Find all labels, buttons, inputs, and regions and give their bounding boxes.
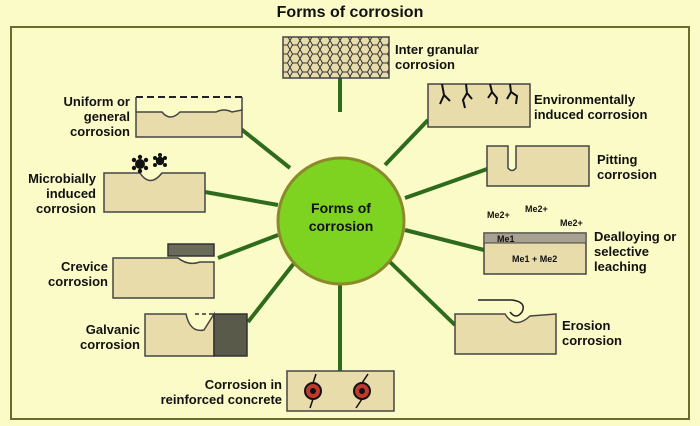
label-uniform: Uniform or general corrosion [63, 94, 130, 139]
ion-label-right: Me2+ [560, 218, 583, 228]
concrete-specimen [286, 370, 395, 412]
microbial-specimen [103, 153, 206, 213]
spoke-dealloying [404, 228, 485, 252]
uniform-specimen [135, 96, 243, 138]
phase-label-top: Me1 [497, 234, 515, 244]
label-galvanic: Galvanic corrosion [80, 322, 140, 352]
center-hub [276, 156, 406, 286]
ion-label-left: Me2+ [487, 210, 510, 220]
center-label: Forms of corrosion [308, 200, 374, 234]
spoke-galvanic [246, 260, 297, 324]
crevice-specimen [112, 243, 215, 299]
label-environmental: Environmentally induced corrosion [534, 92, 648, 122]
spokes [204, 78, 491, 372]
label-pitting: Pitting corrosion [597, 152, 657, 182]
spoke-environmental [383, 118, 430, 167]
spoke-microbial [204, 190, 279, 207]
spoke-crevice [217, 233, 279, 260]
spoke-uniform [234, 123, 292, 170]
phase-label-bulk: Me1 + Me2 [512, 254, 557, 264]
spoke-erosion [388, 260, 457, 327]
environmental-specimen [427, 83, 531, 128]
dealloying-specimen: Me2+ Me2+ Me2+ Me1 Me1 + Me2 [483, 204, 587, 275]
label-dealloying: Dealloying or selective leaching [594, 229, 677, 274]
label-concrete: Corrosion in reinforced concrete [160, 377, 282, 407]
label-intergranular: Inter granular corrosion [395, 42, 479, 72]
label-microbial: Microbially induced corrosion [28, 171, 96, 216]
intergranular-specimen [282, 36, 390, 79]
pitting-specimen [486, 145, 590, 187]
ion-label-mid: Me2+ [525, 204, 548, 214]
spoke-pitting [404, 166, 491, 200]
diagram-title: Forms of corrosion [276, 4, 424, 21]
label-erosion: Erosion corrosion [562, 318, 622, 348]
erosion-specimen [454, 299, 557, 355]
label-crevice: Crevice corrosion [48, 259, 108, 289]
galvanic-specimen [144, 311, 248, 357]
